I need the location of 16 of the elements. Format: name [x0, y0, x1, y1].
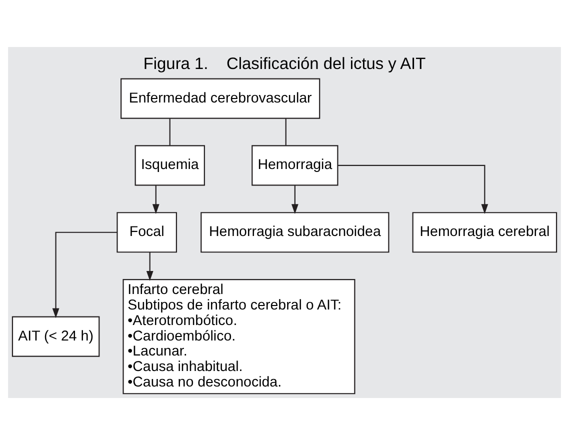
connector — [169, 118, 170, 145]
arrow — [152, 185, 160, 214]
arrow — [146, 252, 154, 280]
connector — [285, 118, 286, 145]
node-box: Hemorragia subaracnoidea — [200, 212, 390, 252]
node-box: Hemorragia cerebral — [412, 212, 558, 252]
node-box: Enfermedad cerebrovascular — [120, 78, 320, 118]
node-box: AIT (< 24 h) — [12, 316, 100, 356]
diagram-title: Figura 1. Clasificación del ictus y AIT — [143, 54, 426, 72]
arrow — [338, 164, 488, 214]
node-box: Hemorragia — [252, 144, 338, 186]
node-box: Focal — [116, 212, 177, 252]
node-box: Infarto cerebral Subtipos de infarto cerebral o AIT: •Aterotrombótico. •Cardioembólico. •Lacunar. •Causa inhabitual. •Causa no desconocida. — [122, 278, 356, 394]
arrow — [291, 185, 298, 214]
node-box: Isquemia — [134, 144, 205, 186]
arrow — [52, 231, 118, 318]
